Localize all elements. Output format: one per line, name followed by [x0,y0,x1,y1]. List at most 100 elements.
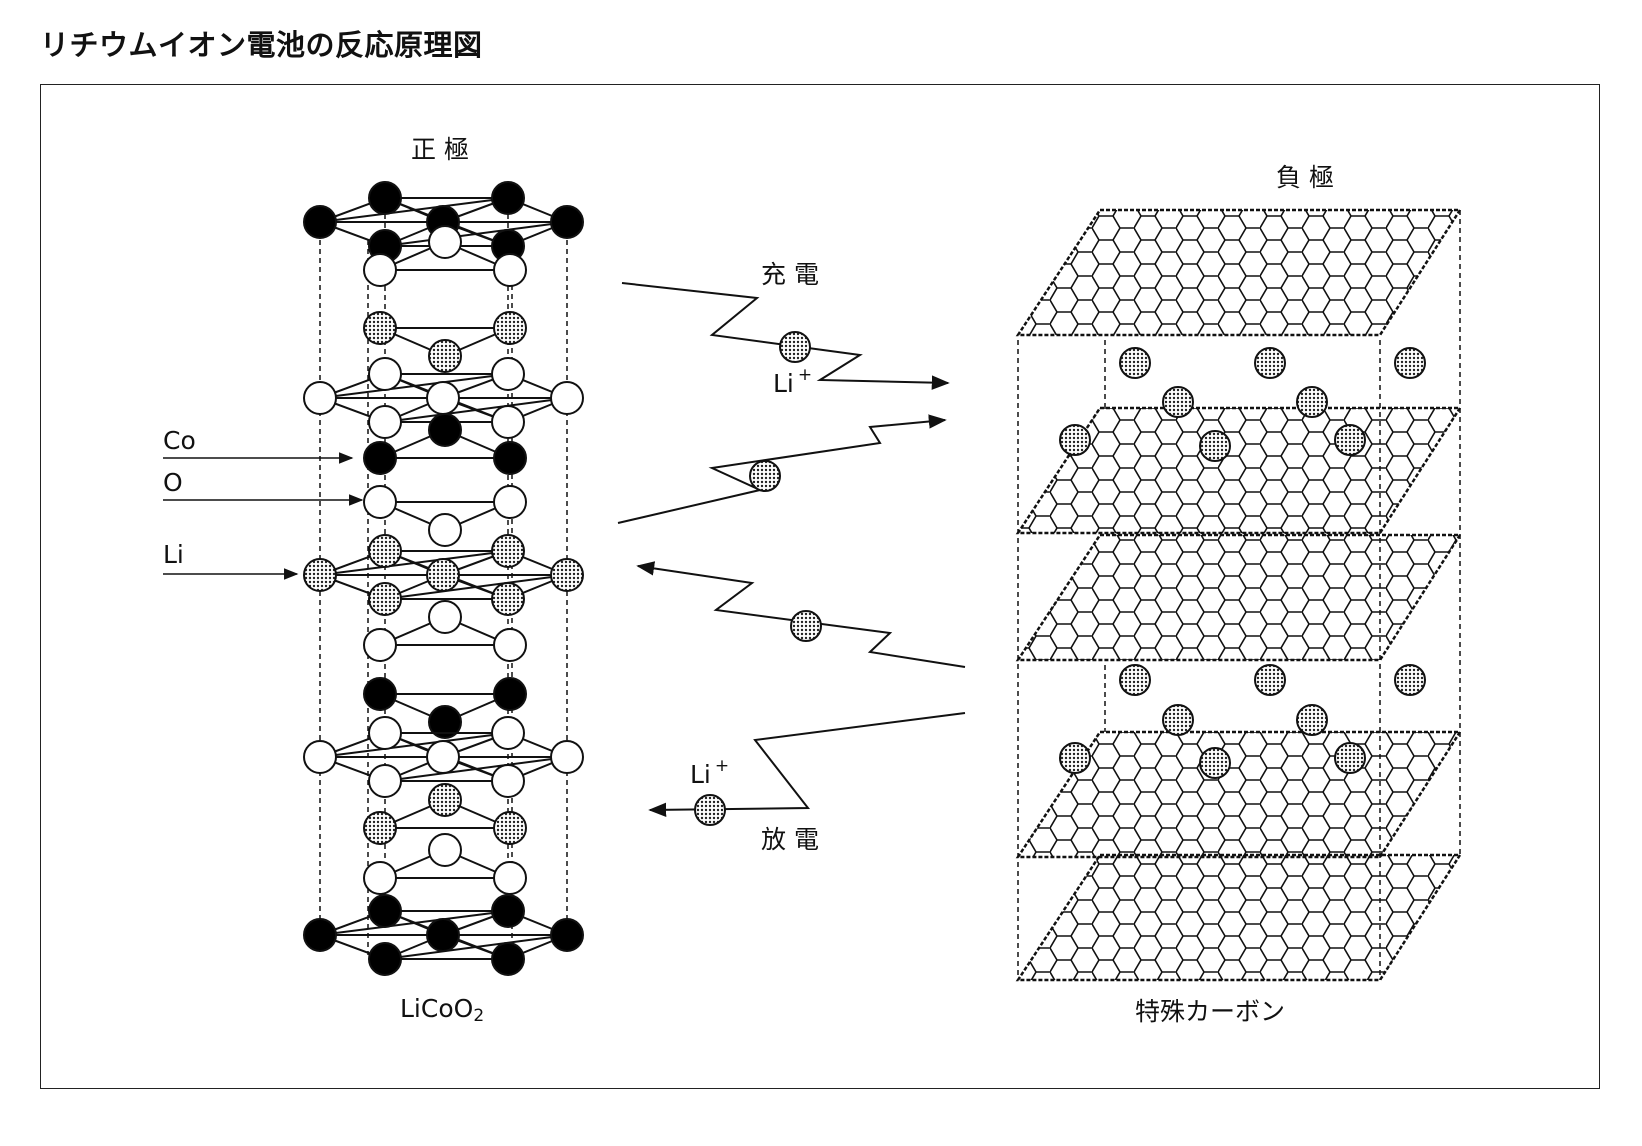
charge-arrow-1 [621,282,950,390]
oxygen-atom [491,716,525,750]
cobalt-atom [493,677,527,711]
lithium-atom [428,783,462,817]
lithium-ion [1254,664,1286,696]
oxygen-atom [550,740,584,774]
cobalt-atom [363,441,397,475]
oxygen-atom [493,861,527,895]
lithium-ion [1296,704,1328,736]
legend-o-label: O [163,468,183,497]
lithium-ion [1199,747,1231,779]
lithium-atom [368,582,402,616]
cobalt-atom [426,918,460,952]
oxygen-atom [428,833,462,867]
cobalt-atom [428,705,462,739]
oxygen-atom [363,628,397,662]
oxygen-atom [491,405,525,439]
lithium-ion [1394,347,1426,379]
cobalt-atom [491,181,525,215]
lithium-ion [1119,347,1151,379]
oxygen-atom [368,357,402,391]
cathode-heading: 正 極 [411,135,469,164]
graphite-sheet [1015,208,1463,337]
li-ion [779,331,811,363]
lithium-ion [1162,704,1194,736]
cobalt-atom [491,894,525,928]
oxygen-atom [363,861,397,895]
lithium-atom [363,811,397,845]
li-ion [790,610,822,642]
lithium-ion [1059,742,1091,774]
discharge-label: 放 電 [761,825,819,854]
li-ion-label-charge: Li+ [773,365,812,398]
cobalt-atom [428,413,462,447]
lithium-atom [491,534,525,568]
lithium-atom [493,311,527,345]
cathode-formula: LiCoO2 [400,994,484,1026]
cobalt-atom [493,441,527,475]
cathode-crystal [303,181,584,976]
legend-co-label: Co [163,426,196,455]
oxygen-atom [493,628,527,662]
discharge-arrow-2 [648,712,966,817]
oxygen-atom [368,716,402,750]
graphite-sheet [1015,406,1463,535]
anode-graphite [1015,208,1463,982]
cobalt-atom [303,918,337,952]
lithium-ion [1254,347,1286,379]
oxygen-atom [428,513,462,547]
cobalt-atom [550,205,584,239]
lithium-atom [493,811,527,845]
li-ion-label-discharge: Li+ [690,756,729,789]
oxygen-atom [550,381,584,415]
oxygen-atom [491,357,525,391]
cobalt-atom [368,894,402,928]
cobalt-atom [363,677,397,711]
lithium-atom [363,311,397,345]
graphite-sheet [1015,533,1463,662]
anode-caption: 特殊カーボン [1135,997,1285,1026]
atom-legend: Co O Li [163,426,364,580]
lithium-ion [1059,424,1091,456]
oxygen-atom [363,253,397,287]
cobalt-atom [303,205,337,239]
oxygen-atom [493,253,527,287]
anode-heading: 負 極 [1276,163,1334,192]
oxygen-atom [303,381,337,415]
oxygen-atom [368,764,402,798]
lithium-ion [1119,664,1151,696]
oxygen-atom [428,225,462,259]
oxygen-atom [426,381,460,415]
migrating-ions [694,331,822,826]
lithium-ion [1334,424,1366,456]
charge-label: 充 電 [761,260,819,289]
charge-arrow-2 [617,414,947,524]
graphite-sheet [1015,853,1463,982]
li-ion [749,460,781,492]
cobalt-atom [550,918,584,952]
oxygen-atom [493,485,527,519]
lithium-ion [1199,430,1231,462]
cobalt-atom [491,942,525,976]
oxygen-atom [426,740,460,774]
lithium-ion [1296,386,1328,418]
li-ion [694,794,726,826]
page-title: リチウムイオン電池の反応原理図 [40,28,483,62]
lithium-atom [368,534,402,568]
lithium-ion [1394,664,1426,696]
oxygen-atom [303,740,337,774]
lithium-atom [491,582,525,616]
oxygen-atom [428,600,462,634]
oxygen-atom [491,764,525,798]
lithium-atom [428,339,462,373]
lithium-ion [1162,386,1194,418]
oxygen-atom [368,405,402,439]
lithium-atom [303,558,337,592]
cobalt-atom [368,942,402,976]
legend-li-label: Li [163,540,184,569]
cobalt-atom [368,181,402,215]
lithium-atom [550,558,584,592]
lithium-ion [1334,742,1366,774]
diagram-frame [40,84,1600,1089]
lithium-atom [426,558,460,592]
